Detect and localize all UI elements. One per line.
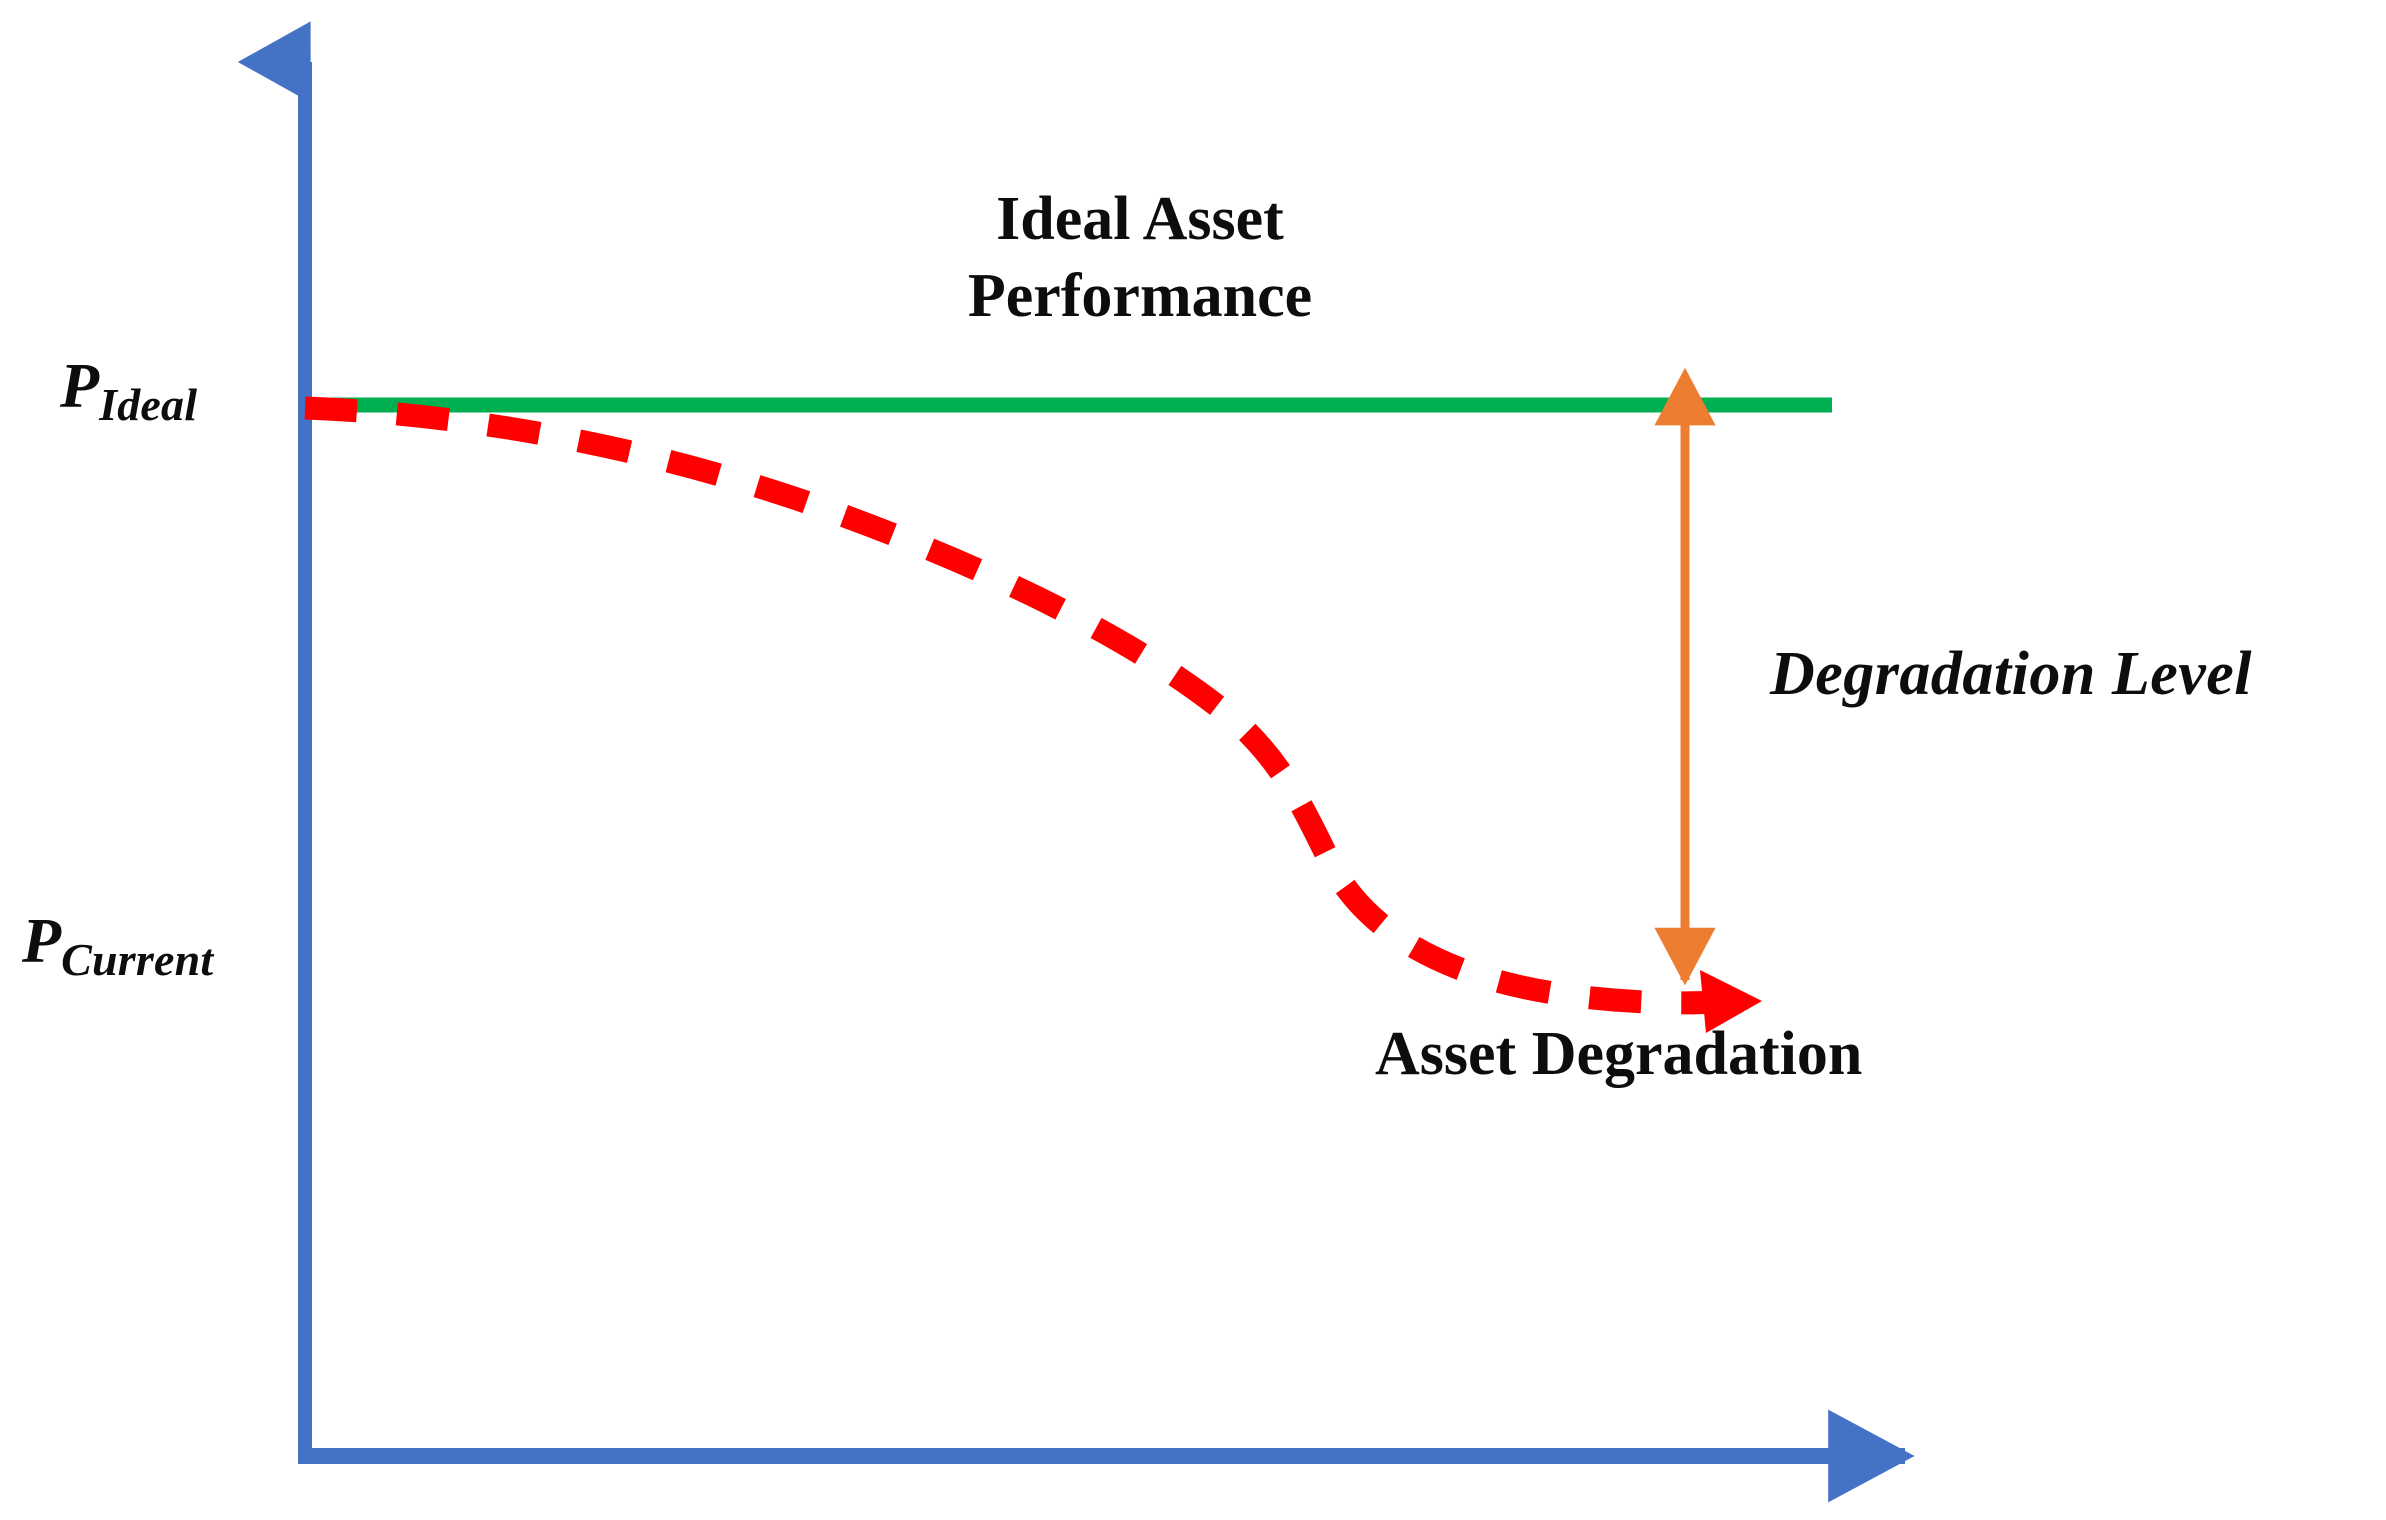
asset-degradation-curve-group bbox=[304, 396, 1762, 1033]
p-ideal-base: P bbox=[60, 350, 100, 421]
p-ideal-subscript: Ideal bbox=[99, 378, 198, 430]
asset-degradation-arrowhead bbox=[1700, 970, 1762, 1033]
p-current-base: P bbox=[22, 905, 62, 976]
degradation-level-label: Degradation Level bbox=[1770, 640, 2253, 708]
p-current-subscript: Current bbox=[61, 933, 214, 985]
ideal-asset-performance-line1: Ideal Asset bbox=[996, 185, 1284, 253]
y-axis-label-p-current: PCurrent bbox=[22, 905, 213, 985]
asset-degradation-curve bbox=[304, 396, 1719, 1015]
ideal-asset-performance-label: Ideal Asset Performance bbox=[905, 185, 1375, 332]
y-axis-label-p-ideal: PIdeal bbox=[60, 350, 197, 430]
asset-degradation-label: Asset Degradation bbox=[1375, 1020, 1863, 1088]
ideal-asset-performance-line2: Performance bbox=[967, 262, 1313, 331]
